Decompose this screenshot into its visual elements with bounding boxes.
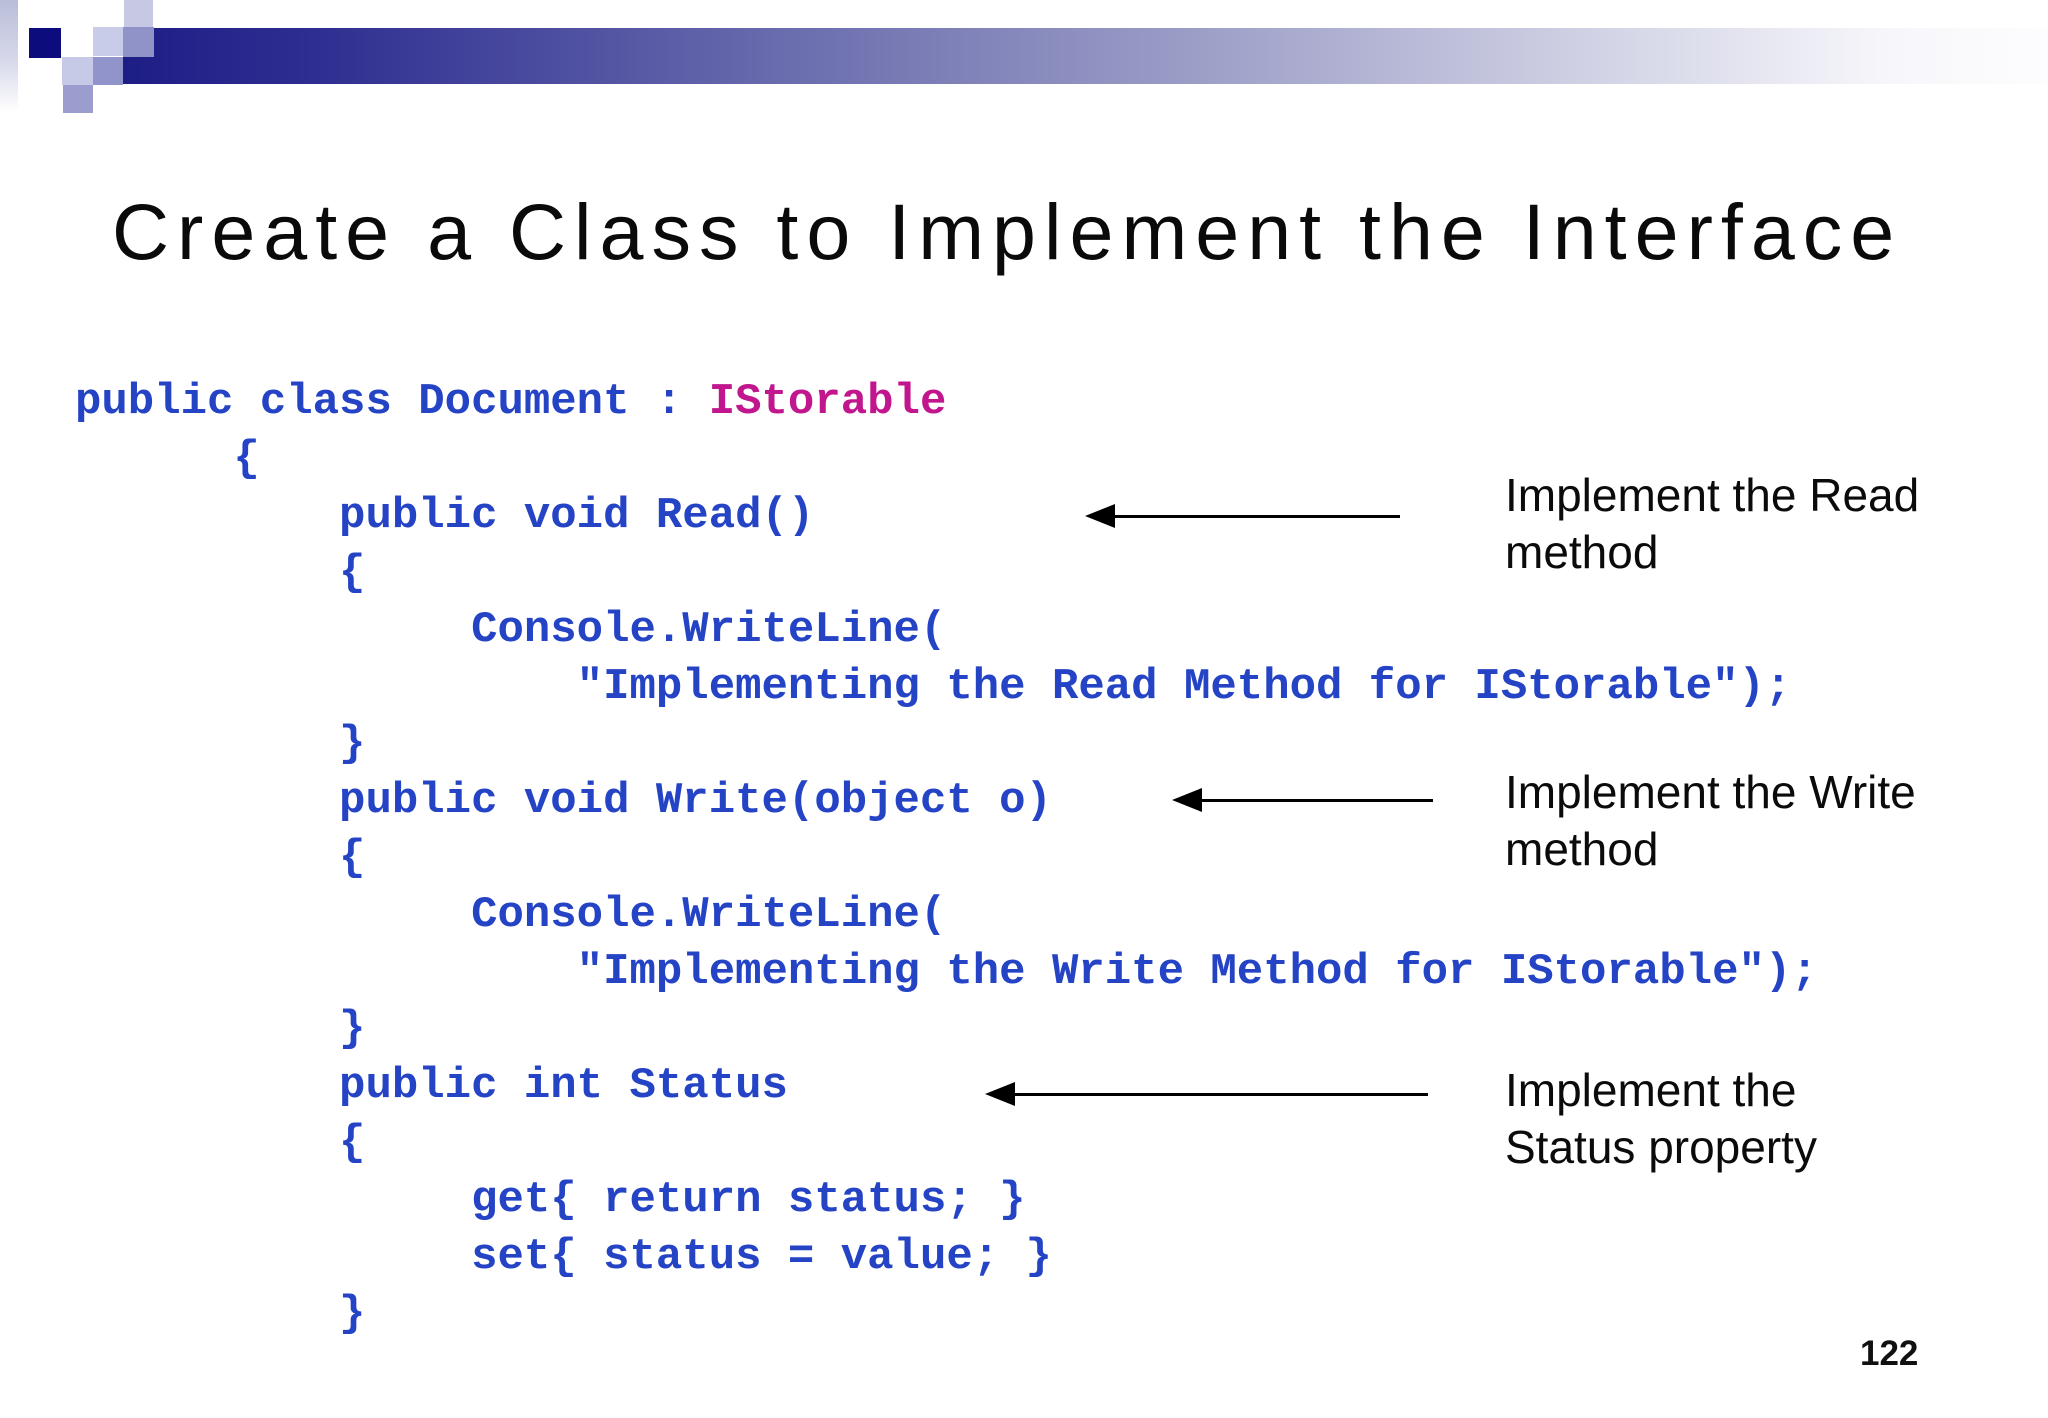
annotation-status-property: Implement the Status property <box>1505 1064 1817 1173</box>
arrow-write-method <box>1172 788 1433 812</box>
code-line: public int Status <box>75 1061 788 1111</box>
arrow-read-method <box>1085 504 1400 528</box>
decor-square-top <box>124 0 153 27</box>
left-arrowhead-icon <box>1172 788 1202 812</box>
annotation-write-method: Implement the Write method <box>1505 766 1916 875</box>
decor-square-lavender <box>93 27 123 56</box>
code-line: } <box>75 1289 366 1339</box>
arrow-shaft <box>1115 514 1400 518</box>
code-line: } <box>75 1004 366 1054</box>
arrow-shaft <box>1015 1092 1428 1096</box>
decor-left-strip <box>0 0 18 112</box>
left-arrowhead-icon <box>1085 504 1115 528</box>
decor-square-navy <box>29 28 61 58</box>
code-line: { <box>75 548 366 598</box>
decor-square-lavender-2 <box>62 57 93 85</box>
code-line: Console.WriteLine( <box>75 605 947 655</box>
code-line: "Implementing the Write Method for IStor… <box>75 947 1818 997</box>
annotation-read-method: Implement the Read method <box>1505 469 1920 578</box>
code-line: Console.WriteLine( <box>75 890 947 940</box>
code-block: public class Document : IStorable { publ… <box>75 374 1818 1343</box>
code-line: get{ return status; } <box>75 1175 1026 1225</box>
decor-square-periwinkle-2 <box>93 57 123 85</box>
code-keyword-text: public class Document : <box>75 377 709 427</box>
slide-title: Create a Class to Implement the Interfac… <box>112 187 1903 276</box>
decor-square-periwinkle <box>123 27 154 57</box>
decor-gradient-bar <box>123 28 2048 84</box>
code-line: public void Write(object o) <box>75 776 1052 826</box>
code-line: { <box>75 1118 366 1168</box>
code-line: public void Read() <box>75 491 815 541</box>
code-line: set{ status = value; } <box>75 1232 1052 1282</box>
code-line: "Implementing the Read Method for IStora… <box>75 662 1792 712</box>
code-line: { <box>75 833 366 883</box>
arrow-shaft <box>1202 798 1433 802</box>
page-number: 122 <box>1860 1334 1919 1373</box>
code-line: } <box>75 719 366 769</box>
left-arrowhead-icon <box>985 1082 1015 1106</box>
arrow-status-property <box>985 1082 1428 1106</box>
code-line: public class Document : IStorable <box>75 374 1818 431</box>
code-line: { <box>75 434 260 484</box>
interface-name-text: IStorable <box>708 377 947 427</box>
decor-square-periwinkle-3 <box>63 85 93 113</box>
